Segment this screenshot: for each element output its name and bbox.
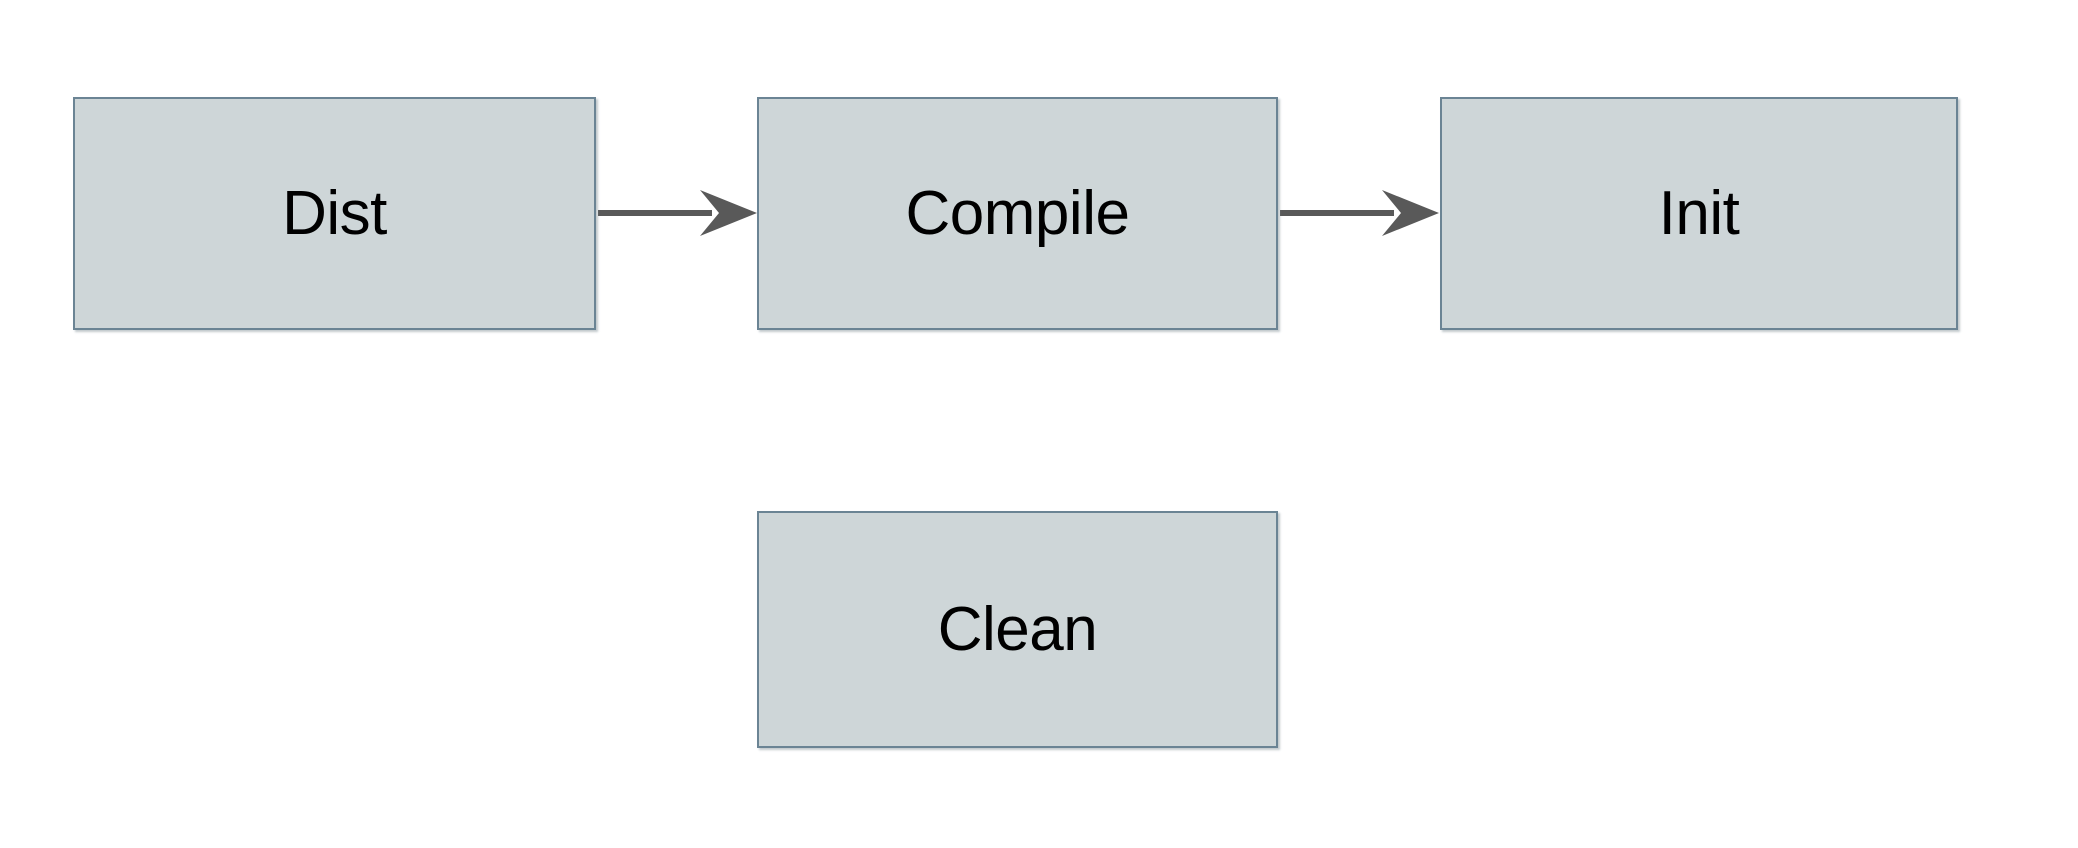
node-dist[interactable]: Dist xyxy=(73,97,596,330)
node-clean[interactable]: Clean xyxy=(757,511,1278,748)
edge-compile-to-init[interactable] xyxy=(1280,190,1439,236)
node-init-label: Init xyxy=(1658,178,1740,248)
node-dist-label: Dist xyxy=(282,178,387,248)
node-clean-label: Clean xyxy=(937,594,1098,664)
edge-dist-to-compile[interactable] xyxy=(598,190,757,236)
node-compile-label: Compile xyxy=(905,178,1130,248)
node-init[interactable]: Init xyxy=(1440,97,1958,330)
node-compile[interactable]: Compile xyxy=(757,97,1278,330)
